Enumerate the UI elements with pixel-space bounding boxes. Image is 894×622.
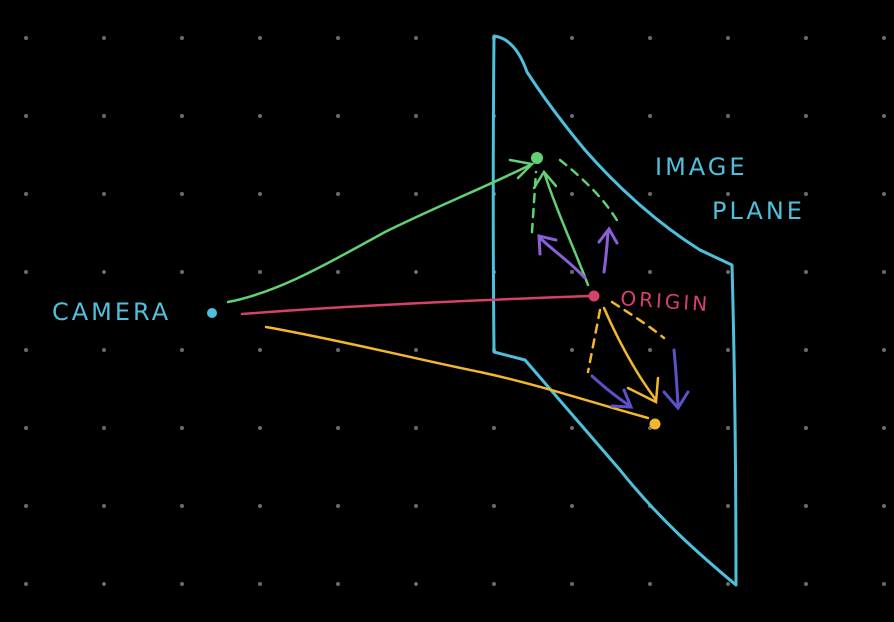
origin-point (588, 290, 600, 302)
green-ray (226, 163, 532, 304)
green-vector (543, 173, 590, 287)
violet-basis-down (672, 348, 680, 407)
purple-basis-left (538, 236, 587, 280)
camera-label: CAMERA (52, 298, 171, 326)
image-plane-outline (491, 34, 738, 587)
yellow-dashed-projection-down (586, 308, 602, 374)
green-dashed-projection-right (558, 158, 620, 224)
green-ray-arrowhead (508, 158, 535, 180)
yellow-vector (602, 306, 658, 402)
camera-point (207, 308, 217, 318)
purple-basis-up-arrowhead (597, 226, 619, 245)
origin-ray (240, 294, 592, 316)
yellow-ray (264, 325, 650, 420)
violet-basis-diagonal (590, 374, 632, 408)
violet-basis-down-arrowhead (662, 390, 690, 411)
yellow-vector-arrowhead (626, 376, 660, 404)
green-dashed-projection-left (530, 170, 538, 234)
image-plane-label-line2: PLANE (712, 197, 805, 225)
green-vector-arrowhead (532, 169, 558, 190)
green-point (531, 152, 543, 164)
violet-basis-diagonal-arrowhead (610, 388, 634, 409)
purple-basis-up (602, 230, 610, 274)
yellow-dashed-projection-right (610, 300, 666, 340)
yellow-point (649, 418, 661, 430)
purple-basis-left-arrowhead (537, 234, 558, 256)
image-plane-label-line1: IMAGE (655, 153, 748, 181)
